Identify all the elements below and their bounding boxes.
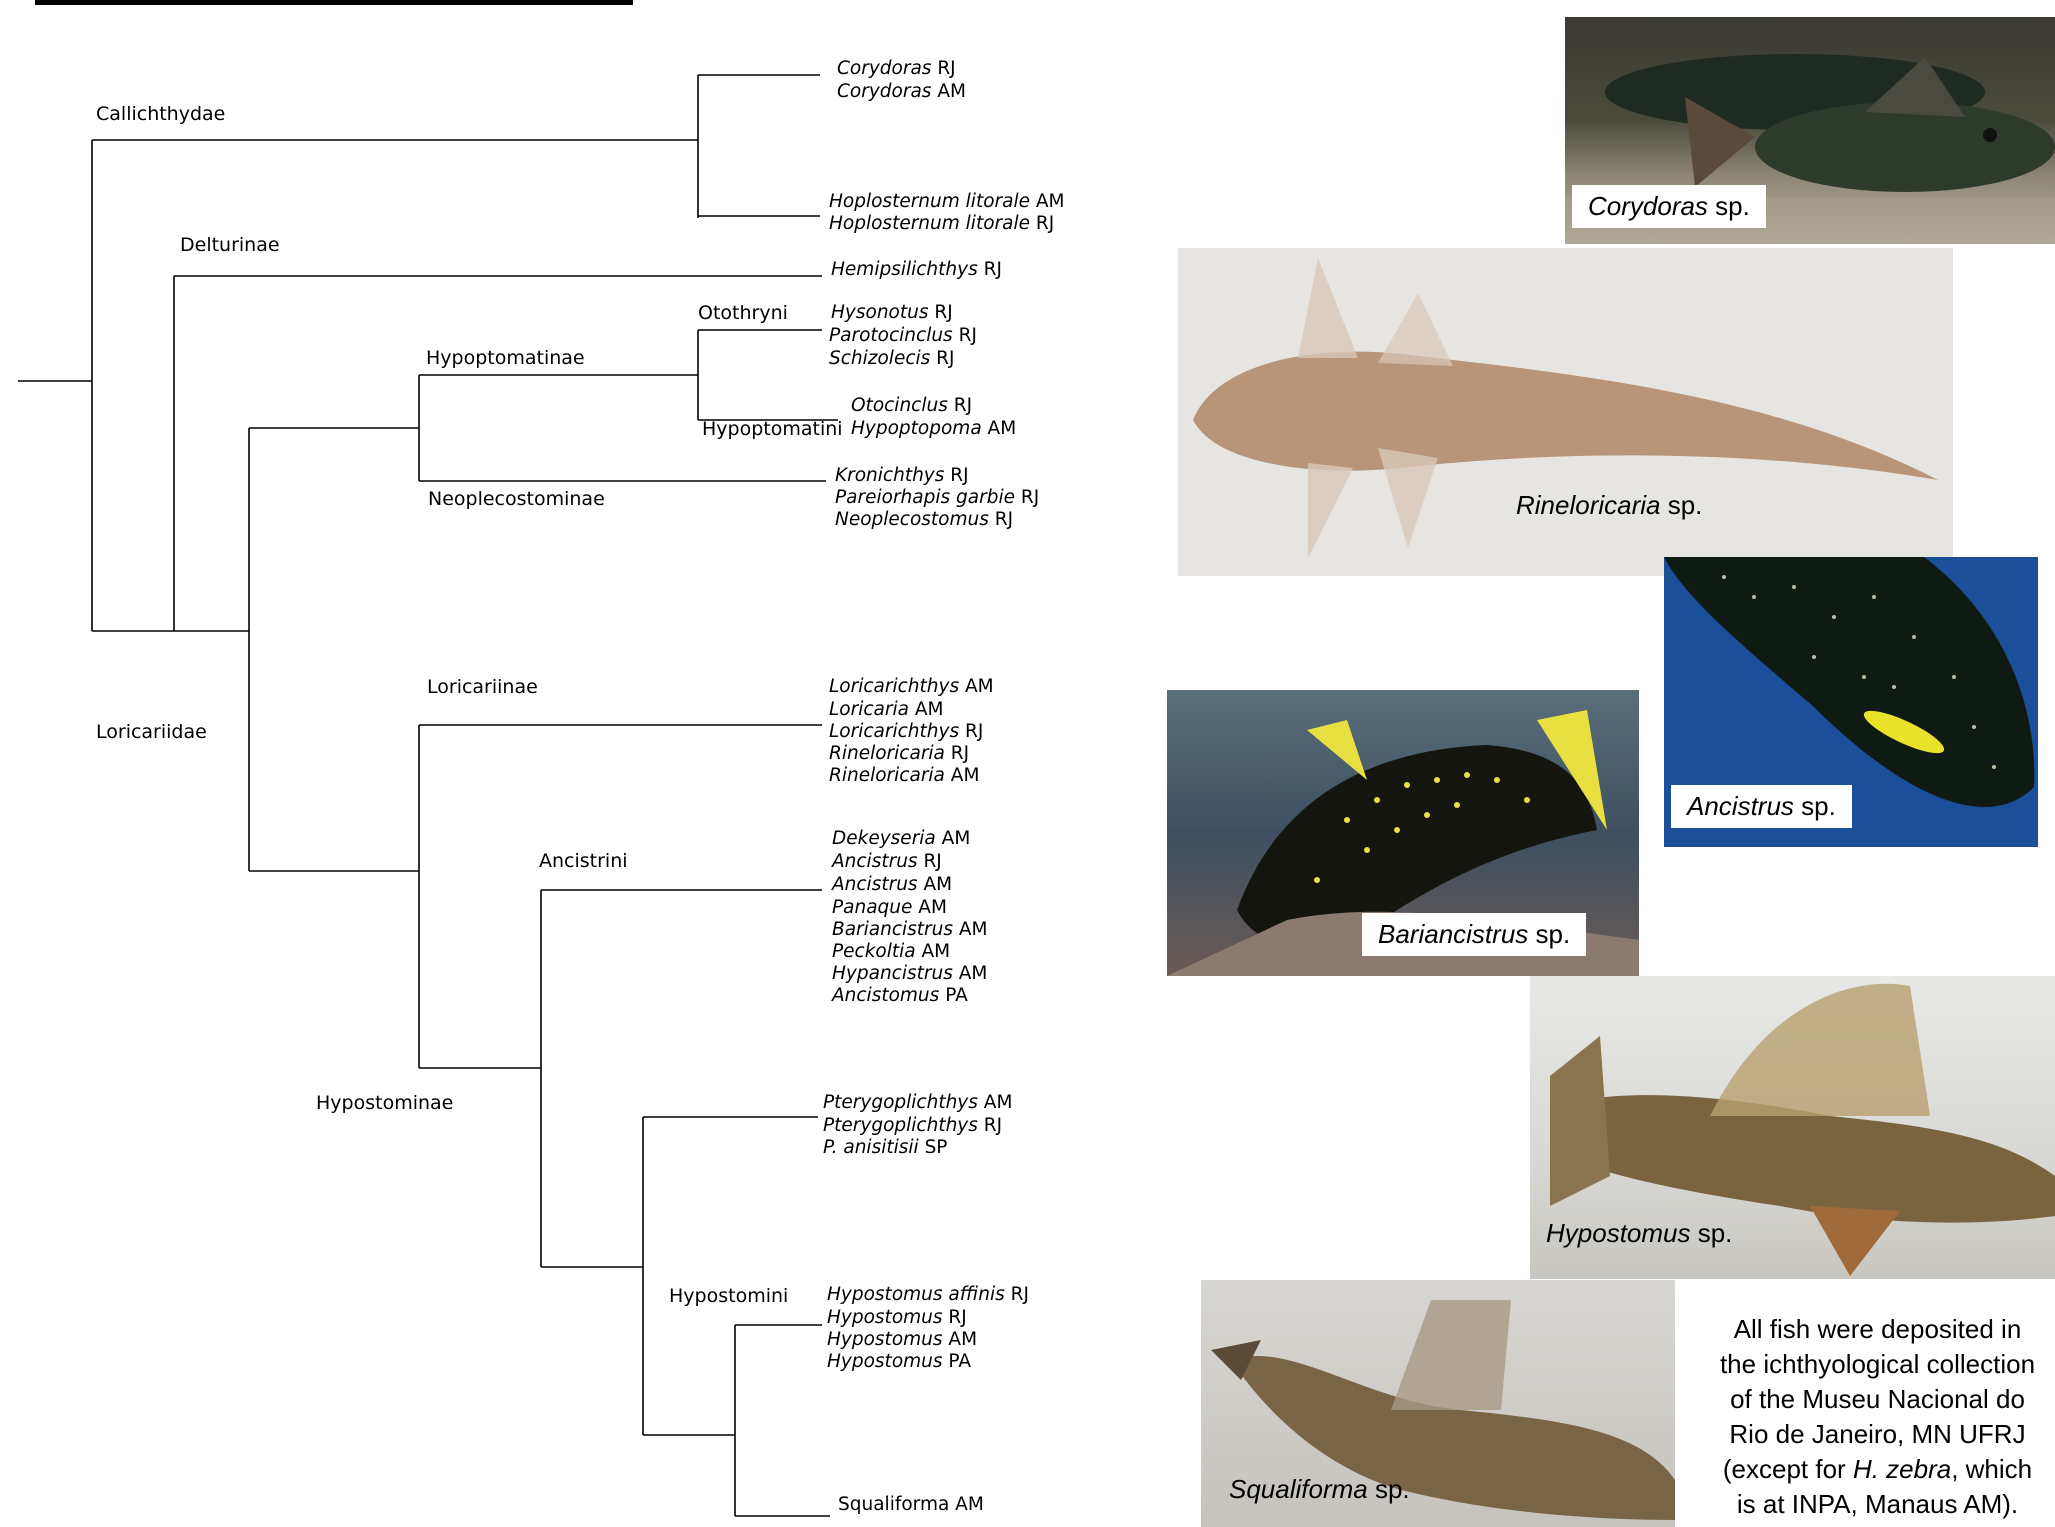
photo-caption: Squaliforma sp. xyxy=(1213,1468,1426,1511)
ancistrus-photo: Ancistrus sp. xyxy=(1664,557,2038,847)
leaf-label: Kronichthys RJ xyxy=(835,465,969,487)
clade-label: Loricariinae xyxy=(427,676,538,698)
leaf-label: Ancistrus RJ xyxy=(832,851,942,873)
leaf-label: Peckoltia AM xyxy=(832,941,950,963)
leaf-label: Squaliforma AM xyxy=(838,1494,984,1516)
squaliforma-photo: Squaliforma sp. xyxy=(1201,1280,1675,1527)
leaf-label: Hemipsilichthys RJ xyxy=(831,259,1002,281)
note-line: the ichthyological collection xyxy=(1700,1347,2055,1382)
leaf-label: Hoplosternum litorale RJ xyxy=(829,213,1054,235)
leaf-label: Schizolecis RJ xyxy=(829,348,954,370)
leaf-label: Pterygoplichthys AM xyxy=(823,1092,1012,1114)
leaf-label: Dekeyseria AM xyxy=(832,828,970,850)
clade-label: Hypoptomatini xyxy=(702,418,843,440)
leaf-label: Hypoptopoma AM xyxy=(851,418,1016,440)
leaf-label: Hypancistrus AM xyxy=(832,963,987,985)
photo-caption: Bariancistrus sp. xyxy=(1362,913,1586,956)
leaf-label: Hypostomus affinis RJ xyxy=(827,1284,1029,1306)
leaf-label: Panaque AM xyxy=(832,897,947,919)
note-line: (except for H. zebra, which xyxy=(1700,1452,2055,1487)
photo-caption: Ancistrus sp. xyxy=(1671,785,1852,828)
leaf-label: Otocinclus RJ xyxy=(851,395,972,417)
clade-label: Neoplecostominae xyxy=(428,488,605,510)
leaf-label: Loricarichthys RJ xyxy=(829,721,983,743)
leaf-label: Hypostomus AM xyxy=(827,1329,977,1351)
leaf-label: Pterygoplichthys RJ xyxy=(823,1115,1002,1137)
leaf-label: Corydoras RJ xyxy=(837,58,956,80)
leaf-label: Ancistomus PA xyxy=(832,985,968,1007)
leaf-label: Hysonotus RJ xyxy=(831,302,953,324)
photo-caption: Rineloricaria sp. xyxy=(1500,484,1718,527)
leaf-label: Ancistrus AM xyxy=(832,874,952,896)
leaf-label: Parotocinclus RJ xyxy=(829,325,977,347)
clade-label: Loricariidae xyxy=(96,721,207,743)
leaf-label: P. anisitisii SP xyxy=(823,1137,947,1159)
leaf-label: Corydoras AM xyxy=(837,81,966,103)
leaf-label: Rineloricaria RJ xyxy=(829,743,969,765)
clade-label: Delturinae xyxy=(180,234,280,256)
note-line: Rio de Janeiro, MN UFRJ xyxy=(1700,1417,2055,1452)
leaf-label: Neoplecostomus RJ xyxy=(835,509,1013,531)
note-line: is at INPA, Manaus AM). xyxy=(1700,1487,2055,1522)
leaf-label: Bariancistrus AM xyxy=(832,919,988,941)
leaf-label: Hypostomus PA xyxy=(827,1351,971,1373)
clade-label: Otothryni xyxy=(698,302,788,324)
clade-label: Hypostomini xyxy=(669,1285,788,1307)
clade-label: Hypostominae xyxy=(316,1092,453,1114)
collection-note: All fish were deposited in the ichthyolo… xyxy=(1700,1312,2055,1522)
leaf-label: Hoplosternum litorale AM xyxy=(829,191,1065,213)
photo-caption: Corydoras sp. xyxy=(1572,185,1766,228)
leaf-label: Pareiorhapis garbie RJ xyxy=(835,487,1039,509)
note-line: of the Museu Nacional do xyxy=(1700,1382,2055,1417)
leaf-label: Rineloricaria AM xyxy=(829,765,979,787)
corydoras-photo: Corydoras sp. xyxy=(1565,17,2055,244)
rineloricaria-photo: Rineloricaria sp. xyxy=(1178,248,1953,576)
clade-label: Hypoptomatinae xyxy=(426,347,585,369)
leaf-label: Loricaria AM xyxy=(829,699,943,721)
clade-label: Callichthydae xyxy=(96,103,225,125)
clade-label: Ancistrini xyxy=(539,850,628,872)
hypostomus-photo: Hypostomus sp. xyxy=(1530,976,2055,1279)
photo-caption: Hypostomus sp. xyxy=(1530,1212,1748,1255)
leaf-label: Loricarichthys AM xyxy=(829,676,994,698)
bariancistrus-photo: Bariancistrus sp. xyxy=(1167,690,1639,976)
note-line: All fish were deposited in xyxy=(1700,1312,2055,1347)
leaf-label: Hypostomus RJ xyxy=(827,1307,967,1329)
